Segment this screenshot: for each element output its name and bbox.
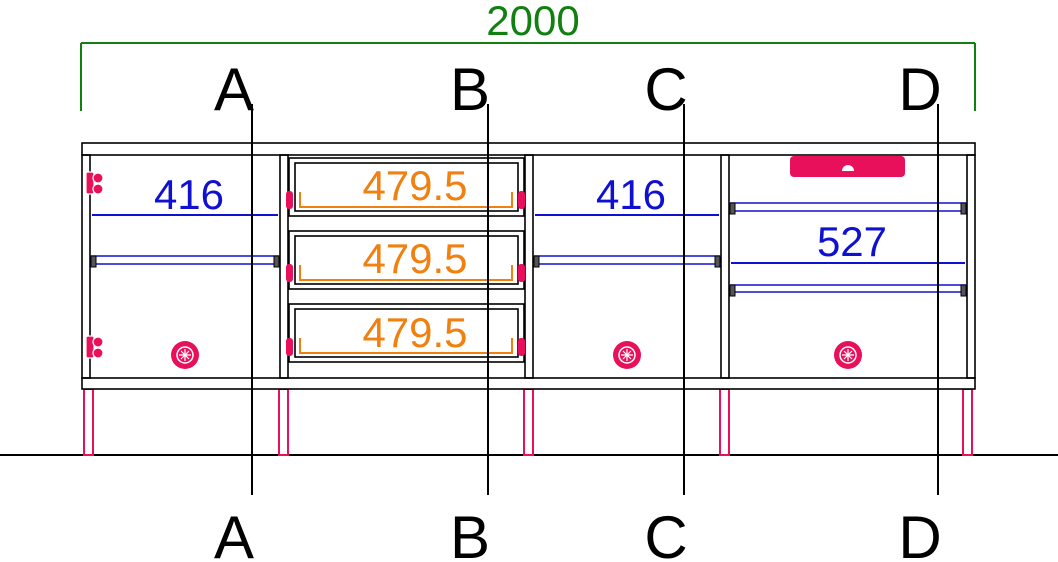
section-label-top-d: D [898, 56, 941, 123]
divider-3 [720, 154, 730, 379]
leg-4 [719, 388, 730, 456]
cabinet-legs [83, 388, 973, 456]
section-label-top-b: B [450, 56, 490, 123]
drawer-2-dimension-label: 479.5 [362, 235, 467, 282]
left-side-panel [81, 154, 91, 379]
drawer-1-dimension-line [299, 192, 513, 208]
drawer-1-front [294, 162, 519, 212]
shelf-dimension-lines [92, 214, 965, 264]
drawer-1-dimension-label: 479.5 [362, 162, 467, 209]
leg-3 [523, 388, 534, 456]
leg-2 [278, 388, 289, 456]
cable-grommet-icon [790, 156, 905, 177]
divider-2 [524, 154, 534, 379]
leg-5 [962, 388, 973, 456]
drawer-slide-clips [286, 191, 525, 356]
door-hinges [85, 171, 104, 359]
drawer-3-dimension-label: 479.5 [362, 309, 467, 356]
push-latches [171, 341, 862, 369]
overall-width-dimension [80, 42, 976, 111]
leg-1 [83, 388, 94, 456]
top-panel [81, 142, 976, 156]
push-latch-left-icon [171, 341, 199, 369]
shelf-dimension-right-label: 527 [817, 218, 887, 265]
drawer-3-front [294, 308, 519, 358]
section-cut-lines [251, 104, 939, 495]
section-label-bottom-c: C [644, 504, 687, 562]
right-side-panel [966, 154, 976, 379]
bottom-panel [81, 377, 976, 390]
section-label-top-c: C [644, 56, 687, 123]
hinge-top-icon [85, 171, 104, 195]
drawer-dimension-lines [299, 192, 513, 354]
shelf-dimension-left-label: 416 [154, 171, 224, 218]
push-latch-right-icon [834, 341, 862, 369]
section-label-bottom-d: D [898, 504, 941, 562]
shelf-pins [90, 202, 967, 297]
shelf-dimension-middle-label: 416 [596, 171, 666, 218]
push-latch-middle-icon [613, 341, 641, 369]
cabinet-body [81, 142, 976, 390]
drawer-3-dimension-line [299, 338, 513, 354]
overall-width-label: 2000 [486, 0, 579, 44]
section-label-bottom-a: A [214, 504, 254, 562]
hinge-bottom-icon [85, 335, 104, 359]
section-label-bottom-b: B [450, 504, 490, 562]
shelves [90, 202, 967, 293]
drawer-2-front [294, 235, 519, 285]
drawer-2-dimension-line [299, 265, 513, 281]
section-label-top-a: A [214, 56, 254, 123]
